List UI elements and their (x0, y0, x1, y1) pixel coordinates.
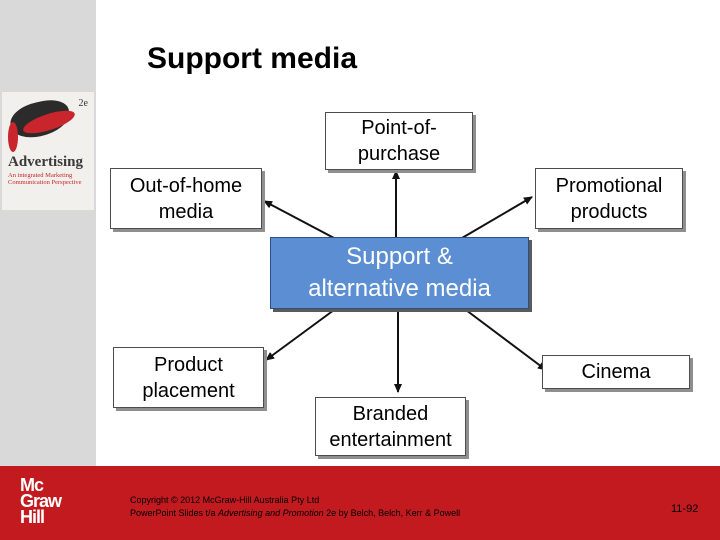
arrow-to-promotional (461, 196, 533, 239)
cover-subtitle: An integrated Marketing Communication Pe… (8, 172, 82, 186)
page-number: 11-92 (671, 503, 699, 515)
logo-line2: Graw (20, 491, 62, 511)
mcgraw-hill-logo: Mc Graw Hill (20, 475, 72, 527)
arrow-to-cinema (465, 309, 547, 371)
node-promotional-line2: products (570, 200, 648, 223)
node-support-alternative-media: Support & alternative media (270, 237, 529, 309)
copyright-line2: PowerPoint Slides t/a Advertising and Pr… (130, 507, 460, 520)
node-point-of-purchase-line2: purchase (357, 143, 441, 165)
center-line1: Support & (346, 243, 453, 270)
node-branded-entertainment: Branded entertainment (315, 397, 466, 456)
node-point-of-purchase: Point-of- purchase (325, 112, 473, 170)
cover-title: Advertising (8, 154, 83, 170)
copyright-line2-prefix: PowerPoint Slides t/a (130, 508, 219, 518)
copyright-line1: Copyright © 2012 McGraw-Hill Australia P… (130, 495, 320, 505)
node-out-of-home-media: Out-of-home media (110, 168, 262, 229)
node-branded-line1: Branded (352, 402, 429, 425)
book-cover-image: 2e Advertising An integrated Marketing C… (2, 92, 94, 210)
node-product-placement-line1: Product (154, 353, 223, 376)
connector-arrows (263, 170, 547, 393)
node-out-of-home-line2: media (158, 200, 214, 223)
copyright-line2-suffix: 2e by Belch, Belch, Kerr & Powell (323, 508, 461, 518)
node-product-placement: Product placement (113, 347, 264, 408)
logo-line1: Mc (20, 475, 44, 495)
slide-title: Support media (147, 42, 358, 75)
node-branded-line2: entertainment (329, 428, 452, 451)
cover-edition: 2e (78, 98, 88, 109)
node-out-of-home-line1: Out-of-home (129, 174, 243, 197)
node-promotional-products: Promotional products (535, 168, 683, 229)
node-cinema-label: Cinema (581, 361, 651, 383)
copyright-book-title: Advertising and Promotion (218, 508, 324, 518)
center-line2: alternative media (308, 275, 491, 302)
node-product-placement-line2: placement (142, 379, 235, 402)
cover-red-drip (8, 122, 18, 152)
node-point-of-purchase-line1: Point-of- (361, 117, 437, 139)
logo-line3: Hill (20, 507, 45, 527)
node-promotional-line1: Promotional (555, 174, 663, 197)
node-cinema: Cinema (542, 355, 690, 389)
arrow-to-product-placement (265, 309, 335, 361)
left-sidebar (0, 0, 96, 466)
footer-bar (0, 466, 720, 540)
arrow-to-out-of-home (263, 200, 335, 239)
copyright-notice: Copyright © 2012 McGraw-Hill Australia P… (130, 494, 460, 520)
